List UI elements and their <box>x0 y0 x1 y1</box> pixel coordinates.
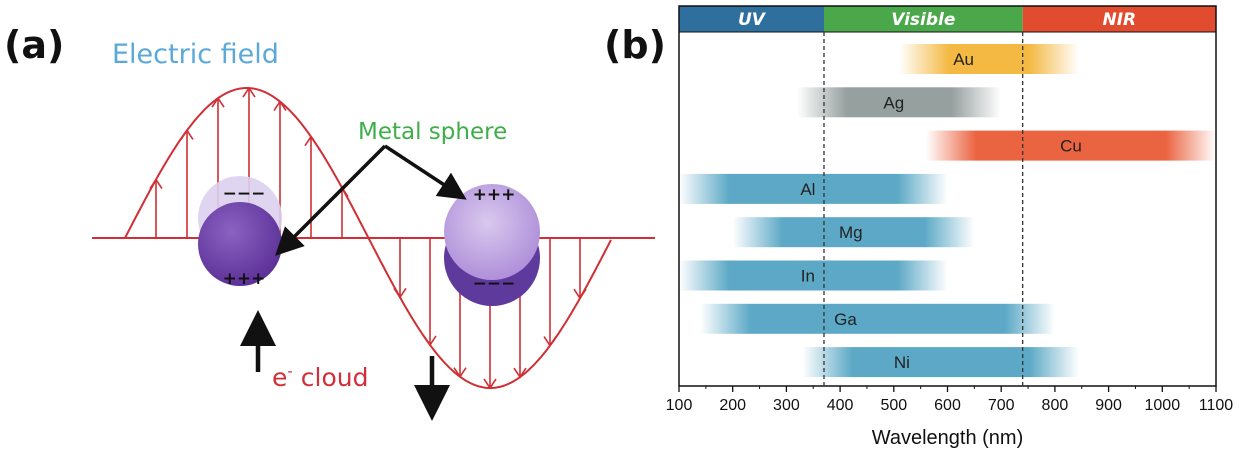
field-arrow-head <box>304 135 318 147</box>
metal-bar-al <box>679 173 948 204</box>
field-arrow-head <box>543 336 557 348</box>
field-arrow-head <box>453 367 467 379</box>
x-tick-label: 600 <box>934 397 961 414</box>
x-tick-label: 300 <box>773 397 800 414</box>
x-tick-label: 100 <box>666 397 693 414</box>
region-label-visible: Visible <box>891 10 955 30</box>
x-tick-label: 1100 <box>1199 397 1234 414</box>
left-bottom-charge: +++ <box>223 269 266 289</box>
metal-bar-au <box>899 44 1080 74</box>
left-top-charge: −−− <box>223 184 266 204</box>
metal-bar-in <box>679 260 948 291</box>
metal-sphere-label: Metal sphere <box>358 119 507 145</box>
metal-bar-mg <box>732 217 975 248</box>
region-label-uv: UV <box>738 10 767 30</box>
left-metal-sphere <box>198 202 282 286</box>
region-band-uv <box>679 6 824 32</box>
region-label-nir: NIR <box>1103 10 1137 30</box>
pointer-left-sphere <box>275 144 387 256</box>
x-tick-label: 700 <box>988 397 1015 414</box>
field-arrow-head <box>393 287 407 299</box>
e-cloud-label: e- cloud <box>272 362 368 392</box>
left-sphere: −−− +++ <box>198 176 282 289</box>
right-sphere: +++ −−− <box>444 184 540 306</box>
x-tick-label: 1000 <box>1145 397 1181 414</box>
metal-bar-cu <box>926 130 1216 161</box>
electric-field-label: Electric field <box>112 39 279 70</box>
field-arrow-head <box>242 86 256 98</box>
region-band-visible <box>823 6 1023 32</box>
region-band-nir <box>1022 6 1216 32</box>
x-tick-label: 900 <box>1095 397 1122 414</box>
x-tick-label: 800 <box>1042 397 1069 414</box>
field-arrow-head <box>180 128 194 140</box>
metal-label-ni: Ni <box>894 353 910 372</box>
panel-a-label: (a) <box>4 23 64 67</box>
field-arrow-head <box>149 178 163 190</box>
field-arrow-head <box>573 288 587 300</box>
right-top-charge: +++ <box>473 185 516 205</box>
metal-label-au: Au <box>953 50 974 69</box>
pointer-right-sphere <box>384 144 467 200</box>
metal-bar-ga <box>700 303 1055 334</box>
panel-a: (a) Electric field −−− +++ +++ −−− Metal… <box>4 23 655 421</box>
field-arrow-head <box>273 100 287 112</box>
metal-label-cu: Cu <box>1060 137 1082 156</box>
right-bottom-charge: −−− <box>473 274 516 294</box>
x-axis-title: Wavelength (nm) <box>872 427 1024 449</box>
field-arrow-head <box>423 335 437 347</box>
field-arrow-head <box>483 378 497 390</box>
metal-label-ga: Ga <box>834 310 857 329</box>
metal-label-ag: Ag <box>883 93 904 112</box>
field-arrow-head <box>211 96 225 108</box>
metal-label-al: Al <box>800 180 815 199</box>
x-tick-label: 200 <box>719 397 746 414</box>
x-tick-label: 400 <box>827 397 854 414</box>
electric-field-wave <box>124 87 612 389</box>
metal-bar-ni <box>802 347 1080 378</box>
metal-bar-ag <box>797 87 1002 118</box>
field-arrow-head <box>513 367 527 379</box>
metal-label-mg: Mg <box>839 223 863 242</box>
x-tick-label: 500 <box>880 397 907 414</box>
panel-b-label: (b) <box>604 23 666 67</box>
right-metal-sphere <box>444 184 540 280</box>
metal-label-in: In <box>801 267 815 286</box>
